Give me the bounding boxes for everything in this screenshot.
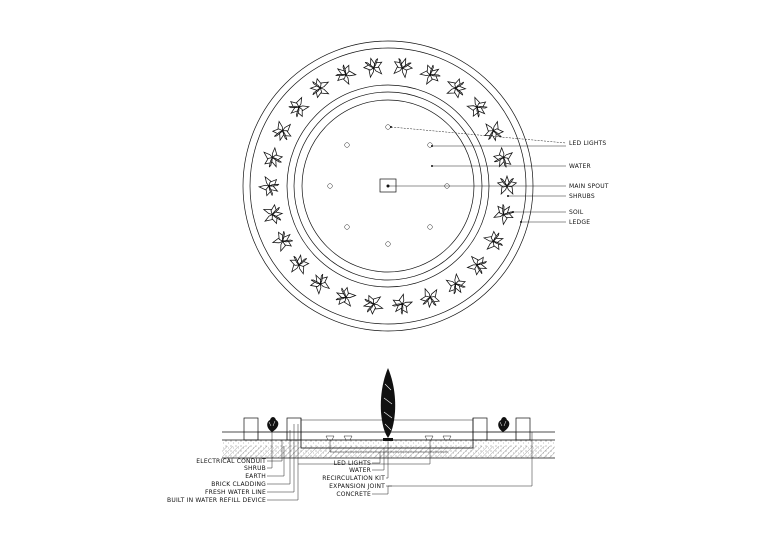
- right-ledge: [515, 417, 531, 441]
- label-built-in-water-refill-device: BUILT IN WATER REFILL DEVICE: [167, 497, 266, 504]
- shrub-icon: [307, 270, 333, 296]
- shrub-icon: [270, 119, 295, 144]
- label-shrub: SHRUB: [244, 465, 266, 472]
- shrub-icon: [390, 54, 416, 80]
- shrub-icon: [388, 291, 416, 319]
- shrub-icon: [446, 77, 467, 99]
- right-pool-wall: [472, 417, 488, 441]
- label-concrete: CONCRETE: [336, 491, 371, 498]
- label-electrical-conduit: ELECTRICAL CONDUIT: [196, 458, 266, 465]
- shrub-icon: [498, 417, 510, 432]
- shrub-icon: [267, 417, 279, 432]
- led-light-icon: [427, 224, 433, 230]
- led-light-icon: [442, 435, 452, 441]
- left-ledge: [243, 417, 259, 441]
- label-recirculation-kit: RECIRCULATION KIT: [322, 475, 385, 482]
- section-center-leaders: [372, 441, 392, 495]
- main-spout-plan: [379, 178, 397, 193]
- label-led-lights-section: LED LIGHTS: [334, 460, 371, 467]
- led-light-icon: [343, 435, 353, 441]
- shrub-icon: [442, 271, 470, 298]
- shrub-icon: [419, 287, 441, 309]
- led-light-icon: [385, 124, 391, 130]
- plan-leaders: [389, 126, 567, 223]
- left-soil: [257, 431, 288, 441]
- label-water-section: WATER: [349, 467, 371, 474]
- section-center-labels: LED LIGHTS WATER RECIRCULATION KIT EXPAN…: [322, 460, 385, 498]
- plan-view: LED LIGHTS WATER MAIN SPOUT SHRUBS SOIL …: [242, 40, 609, 332]
- shrub-icon: [332, 283, 358, 310]
- shrub-icon: [262, 203, 284, 226]
- section-left-leaders: [267, 424, 299, 501]
- led-light-icon: [385, 241, 391, 247]
- shrub-icon: [490, 145, 516, 171]
- label-expansion-joint: EXPANSION JOINT: [329, 483, 385, 490]
- shrub-icon: [490, 200, 518, 228]
- shrub-icon: [497, 175, 517, 195]
- led-light-icon: [344, 142, 350, 148]
- led-light-icon: [327, 183, 333, 189]
- label-ledge: LEDGE: [569, 219, 590, 226]
- label-led-lights: LED LIGHTS: [569, 140, 606, 147]
- shrub-icon: [464, 94, 492, 122]
- label-fresh-water-line: FRESH WATER LINE: [205, 489, 266, 496]
- led-light-icon: [424, 435, 434, 441]
- label-soil: SOIL: [569, 209, 584, 216]
- section-view: ELECTRICAL CONDUIT SHRUB EARTH BRICK CLA…: [167, 368, 555, 504]
- led-lights-section: [325, 435, 452, 441]
- shrub-icon: [331, 60, 359, 88]
- label-brick-cladding: BRICK CLADDING: [211, 481, 266, 488]
- shrub-icon: [269, 227, 297, 255]
- shrub-icon: [287, 252, 311, 275]
- label-water: WATER: [569, 163, 591, 170]
- label-earth: EARTH: [245, 473, 266, 480]
- led-light-icon: [427, 142, 433, 148]
- shrub-icon: [309, 78, 330, 99]
- led-light-icon: [344, 224, 350, 230]
- led-light-icon: [325, 435, 335, 441]
- shrub-icon: [284, 94, 312, 122]
- shrub-icon: [260, 146, 286, 171]
- label-shrubs: SHRUBS: [569, 193, 595, 200]
- shrub-icon: [361, 55, 386, 79]
- shrub-icon: [417, 60, 445, 88]
- tree-icon: [380, 368, 396, 441]
- shrub-icon: [482, 229, 507, 254]
- section-left-labels: ELECTRICAL CONDUIT SHRUB EARTH BRICK CLA…: [167, 458, 266, 504]
- right-soil: [486, 431, 517, 441]
- plan-labels: LED LIGHTS WATER MAIN SPOUT SHRUBS SOIL …: [569, 140, 609, 226]
- label-main-spout: MAIN SPOUT: [569, 183, 609, 190]
- shrub-icon: [361, 292, 384, 316]
- shrub-icon: [482, 120, 506, 143]
- shrub-icon: [465, 252, 491, 278]
- shrub-icon: [256, 173, 283, 200]
- spout-icon: [379, 178, 397, 193]
